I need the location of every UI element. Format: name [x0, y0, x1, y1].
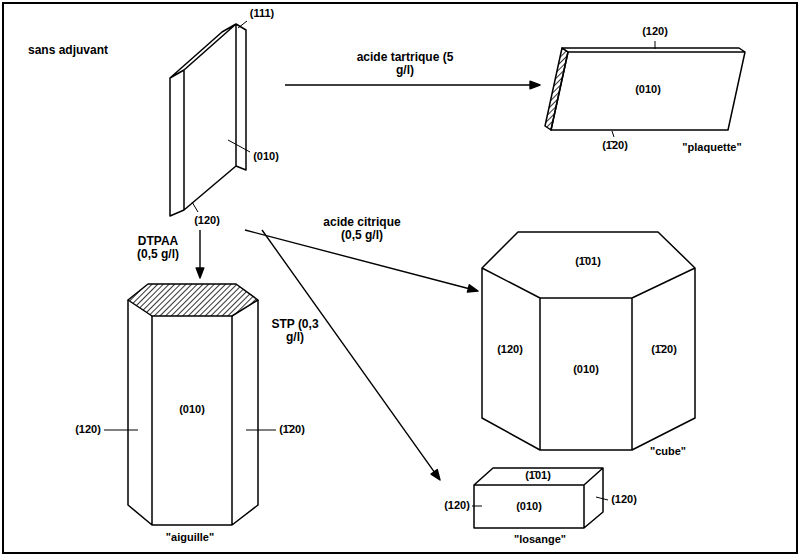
face-index-label: (010) — [635, 83, 661, 96]
additive-label: DTPAA (0,5 g/l) — [131, 235, 186, 261]
crystal-outline — [128, 300, 258, 525]
crystal-outline — [551, 48, 745, 130]
face-index-label: (010) — [253, 150, 279, 163]
face-index-label: "aiguille" — [166, 531, 214, 544]
reaction-arrow — [285, 81, 540, 89]
hatched-face — [128, 284, 258, 316]
face-index-label: "losange" — [514, 533, 566, 546]
face-index-label: (120) — [611, 493, 637, 506]
reaction-arrow — [196, 230, 204, 278]
face-index-label: "cube" — [650, 445, 686, 458]
face-index-label: (1̄01) — [575, 255, 601, 268]
additive-label: acide tartrique (5 g/l) — [355, 51, 455, 77]
face-index-label: (010) — [179, 403, 205, 416]
crystal-outline — [482, 232, 695, 450]
face-index-label: (120) — [194, 214, 220, 227]
face-index-label: (1̄20) — [279, 423, 305, 436]
leader-line — [104, 430, 276, 431]
face-index-label: (120) — [497, 343, 523, 356]
crystal-node: (1̄01) (120) (010) (1̄20) "cube" — [478, 228, 700, 461]
face-index-label: "plaquette" — [682, 141, 741, 154]
crystal-node: sans adjuvant (111) (010) (120) — [15, 5, 285, 230]
crystal-outline — [170, 24, 246, 216]
face-index-label: (1̄20) — [602, 139, 628, 152]
face-index-label: (120) — [75, 423, 101, 436]
leader-line — [192, 21, 250, 212]
face-index-label: (1̄01) — [525, 469, 551, 482]
reaction-arrow — [262, 230, 440, 480]
face-index-label: (010) — [516, 500, 542, 513]
condition-label: sans adjuvant — [28, 43, 108, 57]
face-index-label: (111) — [250, 7, 274, 20]
crystal-node: (1̄01) (120) (010) (120) "losange" — [440, 464, 642, 552]
face-index-label: (1̄20) — [651, 343, 677, 356]
face-index-label: (120) — [642, 25, 668, 38]
crystal-node: (120) (010) (1̄20) "plaquette" — [540, 22, 770, 160]
additive-label: STP (0,3 g/l) — [270, 318, 320, 344]
crystal-outline — [474, 468, 603, 528]
additive-label: acide citrique (0,5 g/l) — [315, 216, 410, 242]
face-index-label: (010) — [573, 363, 599, 376]
hatched-face — [545, 48, 568, 130]
face-index-label: (120) — [444, 499, 470, 512]
